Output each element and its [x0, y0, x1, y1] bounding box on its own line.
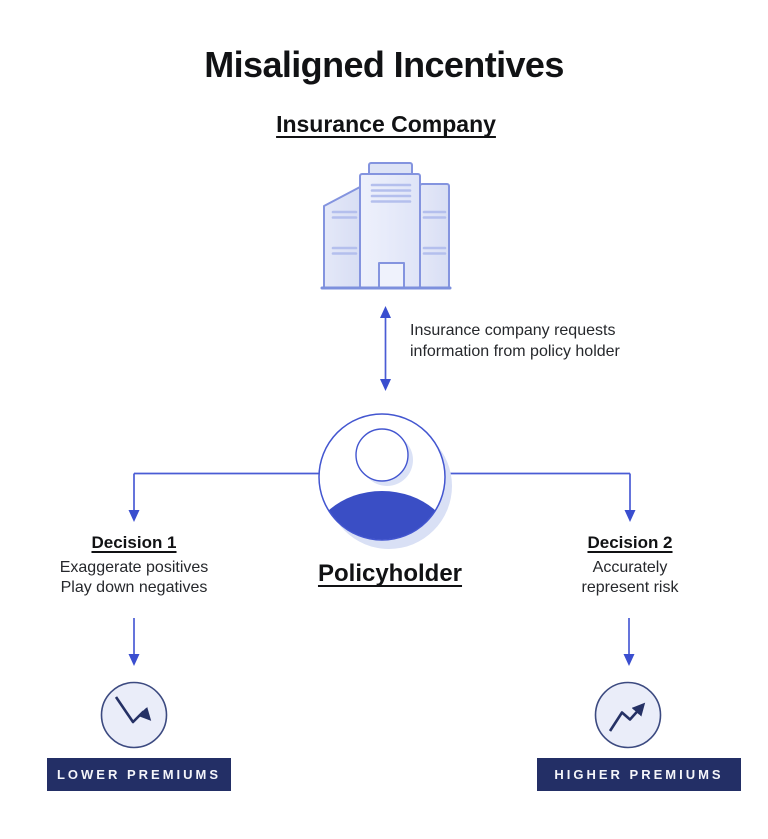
arrowhead-down-icon: [380, 379, 391, 391]
building-icon: [320, 162, 452, 290]
decision2-text: Accurately represent risk: [582, 558, 679, 598]
trend-circle: [594, 681, 662, 749]
trend-up-icon: [594, 681, 662, 749]
trend-down-line: [114, 696, 152, 724]
decision1-line1: Exaggerate positives: [59, 559, 209, 576]
trend-circle: [100, 681, 168, 749]
arrowhead-up-icon: [380, 306, 391, 318]
building-door: [378, 262, 405, 289]
arrowhead-down-icon: [624, 510, 636, 522]
avatar-head: [355, 428, 409, 482]
trend-up-line: [608, 702, 646, 732]
lower-premiums-badge: LOWER PREMIUMS: [47, 758, 231, 791]
arrowhead-down-icon: [128, 510, 140, 522]
page-title: Misaligned Incentives: [204, 44, 564, 85]
building-left-wing: [323, 186, 361, 289]
person-icon: [318, 413, 452, 549]
decision2-line2: represent risk: [581, 579, 679, 596]
request-note: Insurance company requests information f…: [410, 320, 620, 362]
policyholder-heading: Policyholder: [317, 560, 463, 587]
request-note-line1: Insurance company requests: [410, 322, 616, 339]
decision2-heading: Decision 2: [587, 533, 673, 552]
decision1-text: Exaggerate positives Play down negatives: [60, 558, 209, 598]
arrowhead-down-icon: [623, 654, 635, 666]
avatar-body: [319, 491, 445, 540]
building-right-wing: [419, 183, 450, 289]
trend-down-icon: [100, 681, 168, 749]
decision1-heading: Decision 1: [91, 533, 177, 552]
request-note-line2: information from policy holder: [410, 343, 620, 360]
decision2-line1: Accurately: [592, 559, 668, 576]
higher-premiums-badge: HIGHER PREMIUMS: [537, 758, 741, 791]
decision1-line2: Play down negatives: [60, 579, 208, 596]
insurance-company-heading: Insurance Company: [276, 111, 496, 137]
arrowhead-down-icon: [128, 654, 140, 666]
